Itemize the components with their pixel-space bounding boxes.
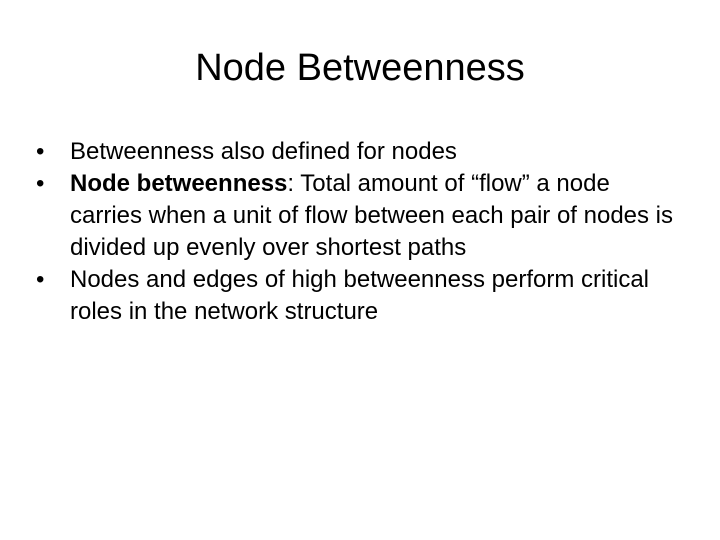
bullet-item-critical-roles: • Nodes and edges of high betweenness pe…: [36, 264, 684, 328]
bullet-marker: •: [36, 170, 45, 197]
bullet-term: Node betweenness: [70, 170, 288, 197]
bullet-item-node-betweenness-definition: • Node betweenness: Total amount of “flo…: [36, 168, 684, 264]
bullet-text: Betweenness also defined for nodes: [70, 138, 457, 165]
slide-title: Node Betweenness: [195, 47, 525, 89]
bullet-text: : Total amount of “flow” a node carries …: [70, 170, 674, 261]
bullet-item-betweenness-nodes: • Betweenness also defined for nodes: [36, 136, 684, 168]
bullet-marker: •: [36, 266, 45, 293]
bullet-list: • Betweenness also defined for nodes • N…: [36, 136, 684, 328]
bullet-marker: •: [36, 138, 45, 165]
bullet-text: Nodes and edges of high betweenness perf…: [70, 266, 649, 325]
